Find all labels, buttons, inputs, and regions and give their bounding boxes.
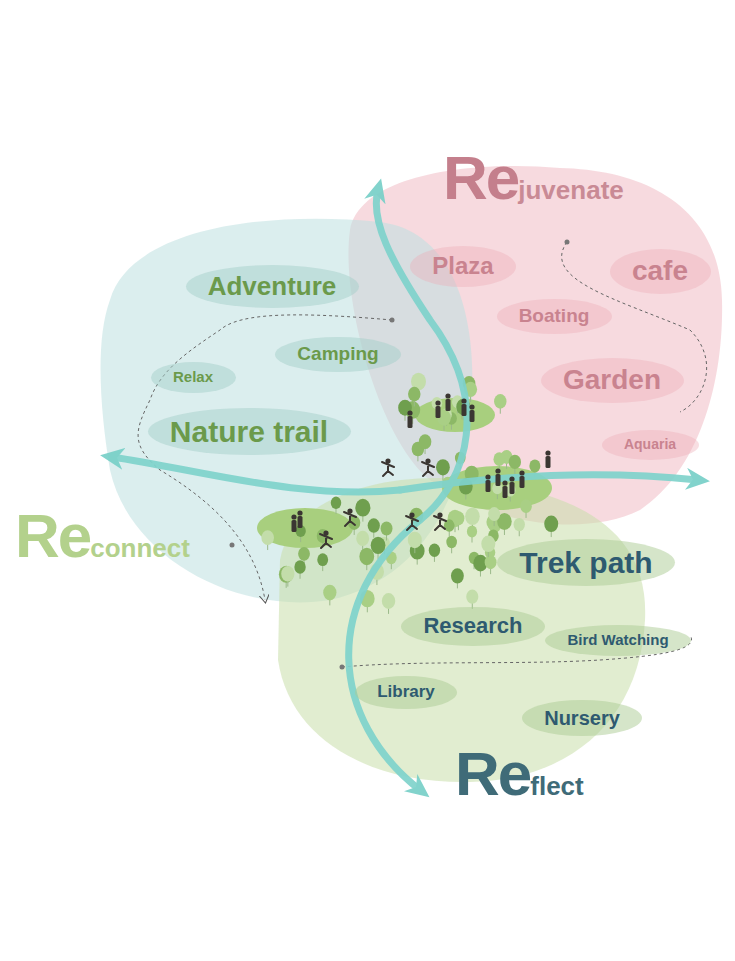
- zone-heading: Reflect: [455, 743, 584, 805]
- activity-bubble: Bird Watching: [545, 625, 691, 656]
- activity-label: cafe: [632, 256, 688, 287]
- person-figure: [297, 510, 302, 528]
- activity-bubble: Camping: [275, 337, 401, 372]
- activity-label: Bird Watching: [567, 632, 668, 649]
- tree-crown: [429, 544, 440, 557]
- activity-label: Plaza: [432, 253, 493, 279]
- tree-crown: [398, 400, 412, 416]
- person-figure: [545, 450, 550, 468]
- activity-bubble: Garden: [541, 358, 684, 403]
- tree-crown: [451, 568, 464, 583]
- tree-crown: [436, 459, 450, 475]
- heading-prefix: Re: [443, 147, 518, 209]
- tree-crown: [359, 548, 374, 565]
- activity-bubble: Nursery: [522, 700, 642, 736]
- activity-label: Nursery: [544, 707, 620, 729]
- activity-label: Camping: [297, 344, 378, 365]
- tree-crown: [493, 452, 505, 466]
- heading-suffix: connect: [90, 535, 190, 561]
- activity-bubble: cafe: [610, 249, 711, 294]
- person-figure: [469, 404, 474, 422]
- tree-crown: [281, 566, 294, 582]
- person-figure: [435, 400, 440, 418]
- activity-label: Boating: [519, 306, 590, 327]
- activity-bubble: Nature trail: [148, 408, 351, 455]
- zone-heading: Rejuvenate: [443, 147, 624, 209]
- activity-bubble: Aquaria: [602, 430, 699, 460]
- tree-crown: [494, 394, 506, 409]
- tree-crown: [465, 508, 480, 525]
- activity-label: Nature trail: [170, 415, 328, 448]
- tree-crown: [488, 507, 500, 521]
- activity-bubble: Library: [355, 676, 457, 709]
- tree-crown: [481, 536, 495, 553]
- heading-prefix: Re: [455, 743, 530, 805]
- person-figure: [519, 470, 524, 488]
- person-figure: [291, 514, 296, 532]
- activity-bubble: Research: [401, 607, 545, 646]
- leader-dot: [390, 318, 395, 323]
- tree-crown: [381, 521, 393, 535]
- tree-crown: [520, 499, 532, 513]
- tree-crown: [294, 560, 305, 573]
- person-figure: [407, 410, 412, 428]
- activity-label: Research: [423, 614, 522, 638]
- tree-crown: [382, 593, 395, 609]
- tree-crown: [371, 537, 386, 554]
- activity-bubble: Boating: [497, 299, 612, 334]
- activity-label: Adventure: [208, 272, 337, 301]
- heading-suffix: flect: [530, 773, 583, 799]
- tree-crown: [467, 525, 477, 537]
- tree-crown: [368, 518, 380, 532]
- person-figure: [485, 474, 490, 492]
- tree-crown: [261, 530, 274, 545]
- grass-island: [257, 508, 353, 548]
- tree-crown: [356, 531, 369, 546]
- activity-bubble: Trek path: [497, 539, 675, 586]
- activity-label: Relax: [173, 369, 213, 386]
- tree-crown: [279, 566, 294, 583]
- tree-crown: [317, 553, 328, 566]
- tree-crown: [485, 555, 497, 569]
- activity-label: Library: [377, 683, 435, 702]
- tree-crown: [529, 459, 540, 472]
- tree-crown: [514, 518, 525, 531]
- tree-crown: [419, 434, 432, 449]
- heading-prefix: Re: [15, 505, 90, 567]
- person-figure: [502, 480, 507, 498]
- activity-bubble: Relax: [151, 362, 236, 393]
- heading-suffix: juvenate: [518, 177, 624, 203]
- tree-crown: [452, 511, 464, 525]
- leader-dot: [230, 543, 235, 548]
- tree-crown: [408, 532, 422, 549]
- leader-dot: [565, 240, 570, 245]
- zone-heading: Reconnect: [15, 505, 190, 567]
- tree-crown: [544, 516, 558, 532]
- activity-bubble: Adventure: [186, 265, 359, 308]
- person-figure: [509, 476, 514, 494]
- tree-crown: [446, 536, 457, 549]
- person-figure: [445, 393, 450, 411]
- tree-crown: [466, 590, 478, 604]
- tree-crown: [408, 387, 420, 402]
- tree-crown: [355, 499, 370, 517]
- person-figure: [320, 530, 332, 548]
- activity-label: Aquaria: [624, 437, 676, 452]
- tree-crown: [323, 585, 336, 601]
- tree-crown: [298, 547, 310, 561]
- leader-dot: [340, 665, 345, 670]
- activity-label: Garden: [563, 365, 661, 396]
- tree-crown: [331, 497, 342, 509]
- activity-bubble: Plaza: [410, 246, 516, 287]
- person-figure: [461, 398, 466, 416]
- tree-crown: [509, 455, 521, 469]
- activity-label: Trek path: [519, 546, 652, 579]
- person-figure: [495, 468, 500, 486]
